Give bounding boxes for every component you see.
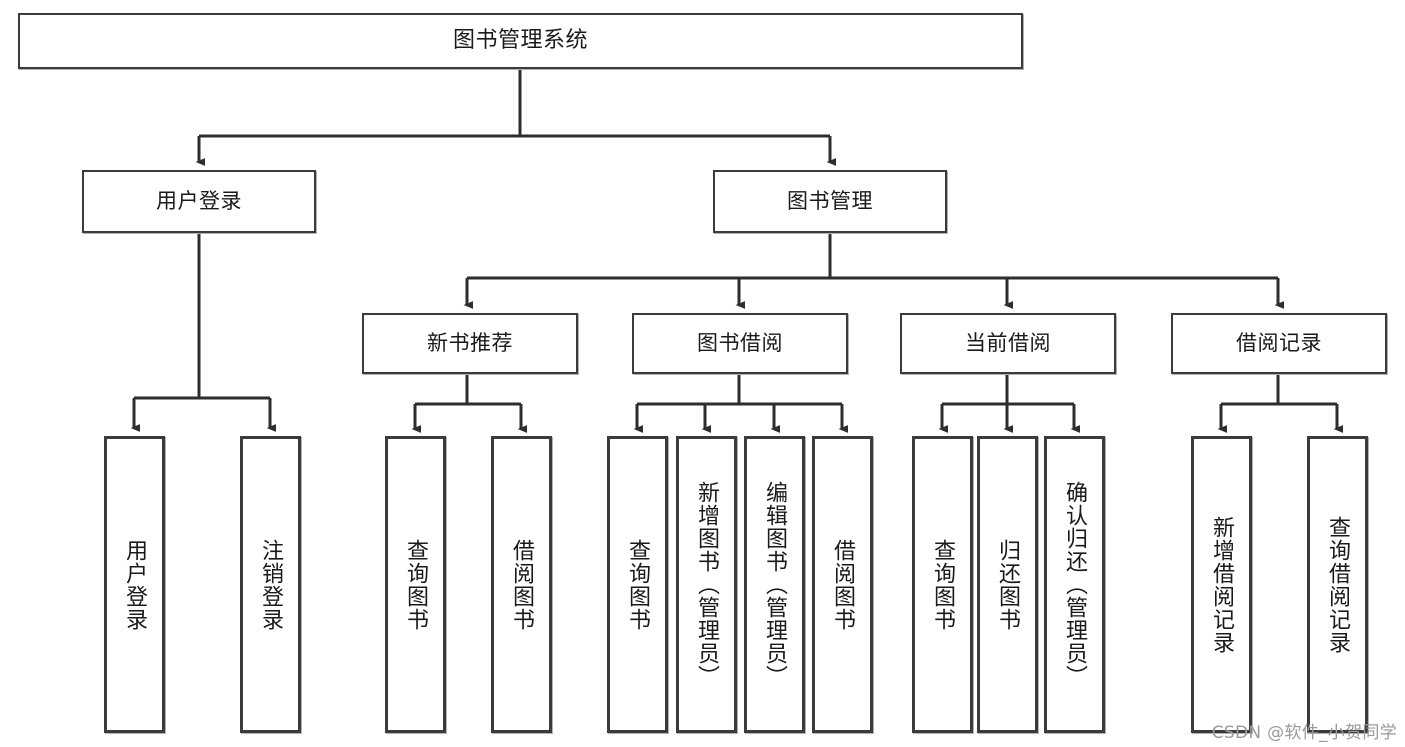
leaf-current-confirm-return-admin[interactable]: 确认归还（管理员） (1044, 436, 1105, 733)
node-label: 图书管理 (787, 189, 873, 214)
leaf-current-return-book[interactable]: 归还图书 (977, 436, 1038, 733)
node-label: 新增图书（管理员） (694, 481, 720, 688)
node-label: 图书借阅 (697, 331, 783, 356)
node-borrow-record[interactable]: 借阅记录 (1171, 313, 1387, 374)
node-label: 确认归还（管理员） (1062, 481, 1088, 688)
node-label: 借阅图书 (509, 538, 535, 631)
node-label: 查询借阅记录 (1325, 515, 1351, 654)
leaf-user-logout[interactable]: 注销登录 (240, 436, 301, 733)
node-label: 编辑图书（管理员） (762, 481, 788, 688)
node-label: 用户登录 (156, 189, 242, 214)
leaf-borrow-query-book[interactable]: 查询图书 (607, 436, 668, 733)
leaf-recommend-borrow-book[interactable]: 借阅图书 (491, 436, 552, 733)
node-label: 查询图书 (930, 538, 956, 631)
leaf-borrow-edit-book-admin[interactable]: 编辑图书（管理员） (744, 436, 805, 733)
leaf-borrow-add-book-admin[interactable]: 新增图书（管理员） (676, 436, 737, 733)
node-current-borrow[interactable]: 当前借阅 (900, 313, 1116, 374)
node-label: 查询图书 (625, 538, 651, 631)
leaf-borrow-borrow-book[interactable]: 借阅图书 (812, 436, 873, 733)
leaf-current-query-book[interactable]: 查询图书 (912, 436, 973, 733)
node-root-system[interactable]: 图书管理系统 (18, 13, 1023, 69)
node-book-management[interactable]: 图书管理 (713, 170, 947, 233)
node-label: 注销登录 (258, 538, 284, 631)
node-label: 新书推荐 (427, 331, 513, 356)
leaf-user-login[interactable]: 用户登录 (104, 436, 165, 733)
node-label: 借阅记录 (1236, 331, 1322, 356)
node-user-login[interactable]: 用户登录 (82, 170, 316, 233)
node-new-book-recommend[interactable]: 新书推荐 (362, 313, 578, 374)
node-label: 新增借阅记录 (1209, 515, 1235, 654)
watermark-text: CSDN @软件_小贺同学 (1211, 723, 1397, 743)
leaf-record-add-borrow-record[interactable]: 新增借阅记录 (1191, 436, 1252, 733)
leaf-recommend-query-book[interactable]: 查询图书 (385, 436, 446, 733)
leaf-record-query-borrow-record[interactable]: 查询借阅记录 (1307, 436, 1368, 733)
node-label: 当前借阅 (965, 331, 1051, 356)
node-label: 借阅图书 (830, 538, 856, 631)
node-label: 查询图书 (403, 538, 429, 631)
node-label: 归还图书 (995, 538, 1021, 631)
node-book-borrow[interactable]: 图书借阅 (632, 313, 848, 374)
node-label: 图书管理系统 (452, 28, 588, 54)
node-label: 用户登录 (122, 538, 148, 631)
